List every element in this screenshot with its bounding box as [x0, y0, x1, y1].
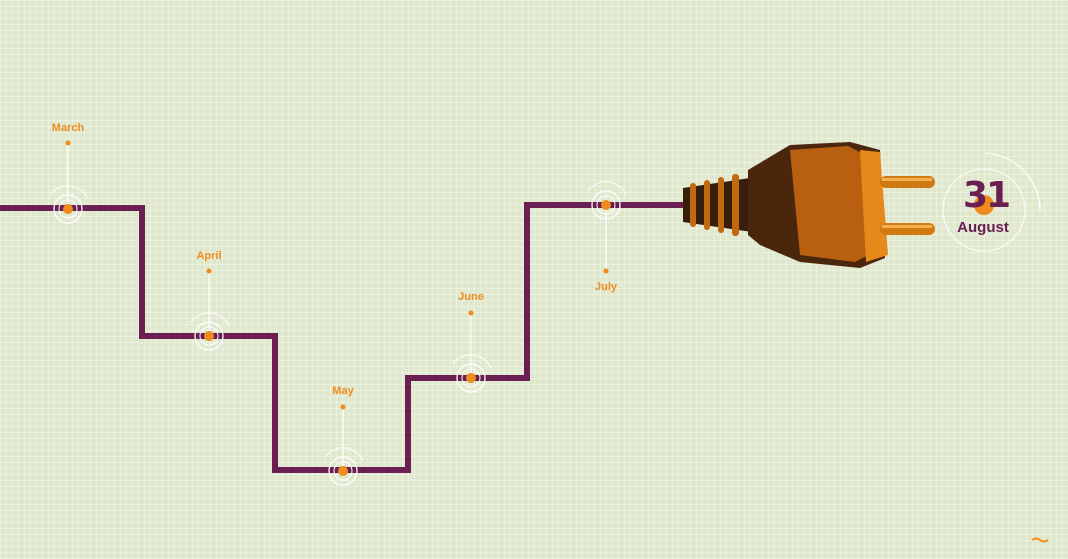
label-may: May: [332, 385, 354, 397]
cable-path: [0, 202, 690, 473]
signature-mark: [1031, 537, 1049, 543]
deadline-month: August: [957, 219, 1009, 236]
marker-may: [324, 447, 364, 486]
timeline-markers: [49, 181, 627, 486]
marker-april: [190, 312, 230, 351]
marker-july: [587, 181, 627, 220]
label-april: April: [196, 250, 222, 262]
deadline-day: 31: [962, 175, 1011, 216]
marker-march: [49, 185, 89, 224]
plug-icon: [683, 142, 935, 268]
deadline-badge: [942, 152, 1041, 252]
label-dots: [65, 140, 609, 410]
label-march: March: [51, 122, 85, 134]
label-july: July: [594, 281, 618, 293]
label-june: June: [458, 291, 484, 303]
marker-june: [452, 354, 492, 393]
marker-lines: [67, 143, 607, 471]
